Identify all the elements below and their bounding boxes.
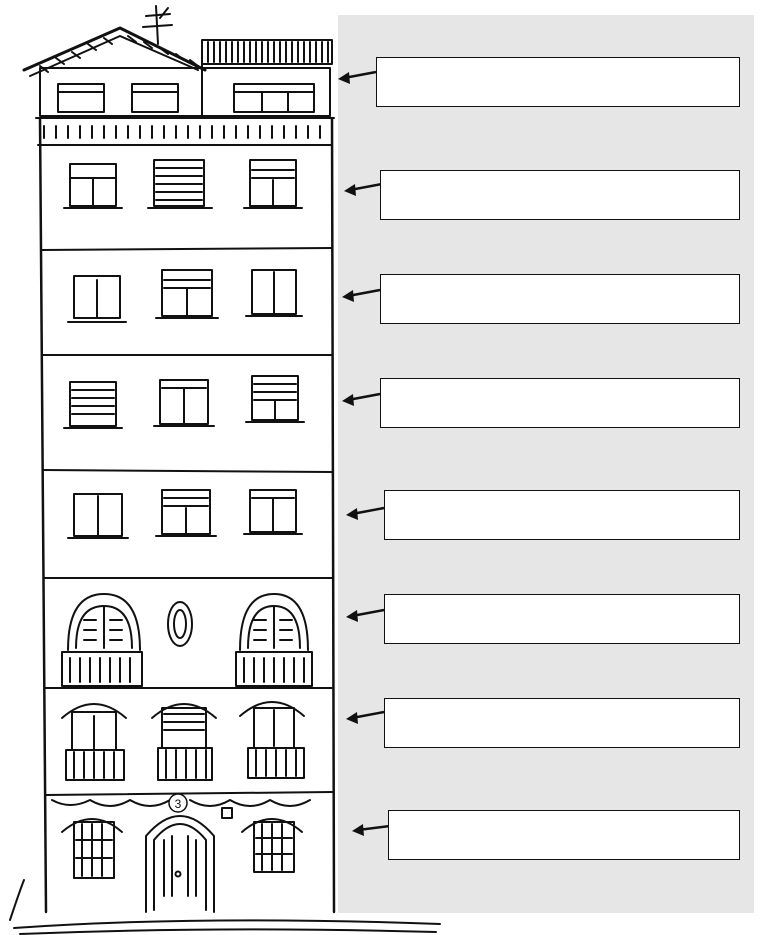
arrow-icon (344, 604, 388, 628)
answer-box-floor-3[interactable] (384, 490, 740, 540)
door-number: 3 (175, 797, 182, 811)
answer-box-attic[interactable] (376, 57, 740, 107)
floor-6-windows (64, 160, 302, 208)
answer-box-floor-5[interactable] (380, 274, 740, 324)
ground-floor (52, 800, 310, 912)
arrow-icon (344, 706, 388, 730)
arrow-icon (344, 500, 388, 524)
cornice (36, 118, 334, 145)
attic-floor (40, 64, 330, 116)
answer-box-floor-4[interactable] (380, 378, 740, 428)
floor-3-windows (68, 490, 302, 538)
floor-2-windows (62, 594, 312, 686)
answer-box-ground[interactable] (388, 810, 740, 860)
arrow-icon (340, 386, 384, 410)
floor-4-windows (64, 376, 304, 428)
answer-box-floor-6[interactable] (380, 170, 740, 220)
floor-5-windows (68, 270, 302, 322)
arrow-icon (336, 62, 380, 86)
floor-1-windows (62, 702, 304, 780)
antenna-icon (143, 6, 172, 44)
answer-box-floor-2[interactable] (384, 594, 740, 644)
arrow-icon (340, 282, 384, 306)
answer-box-floor-1[interactable] (384, 698, 740, 748)
